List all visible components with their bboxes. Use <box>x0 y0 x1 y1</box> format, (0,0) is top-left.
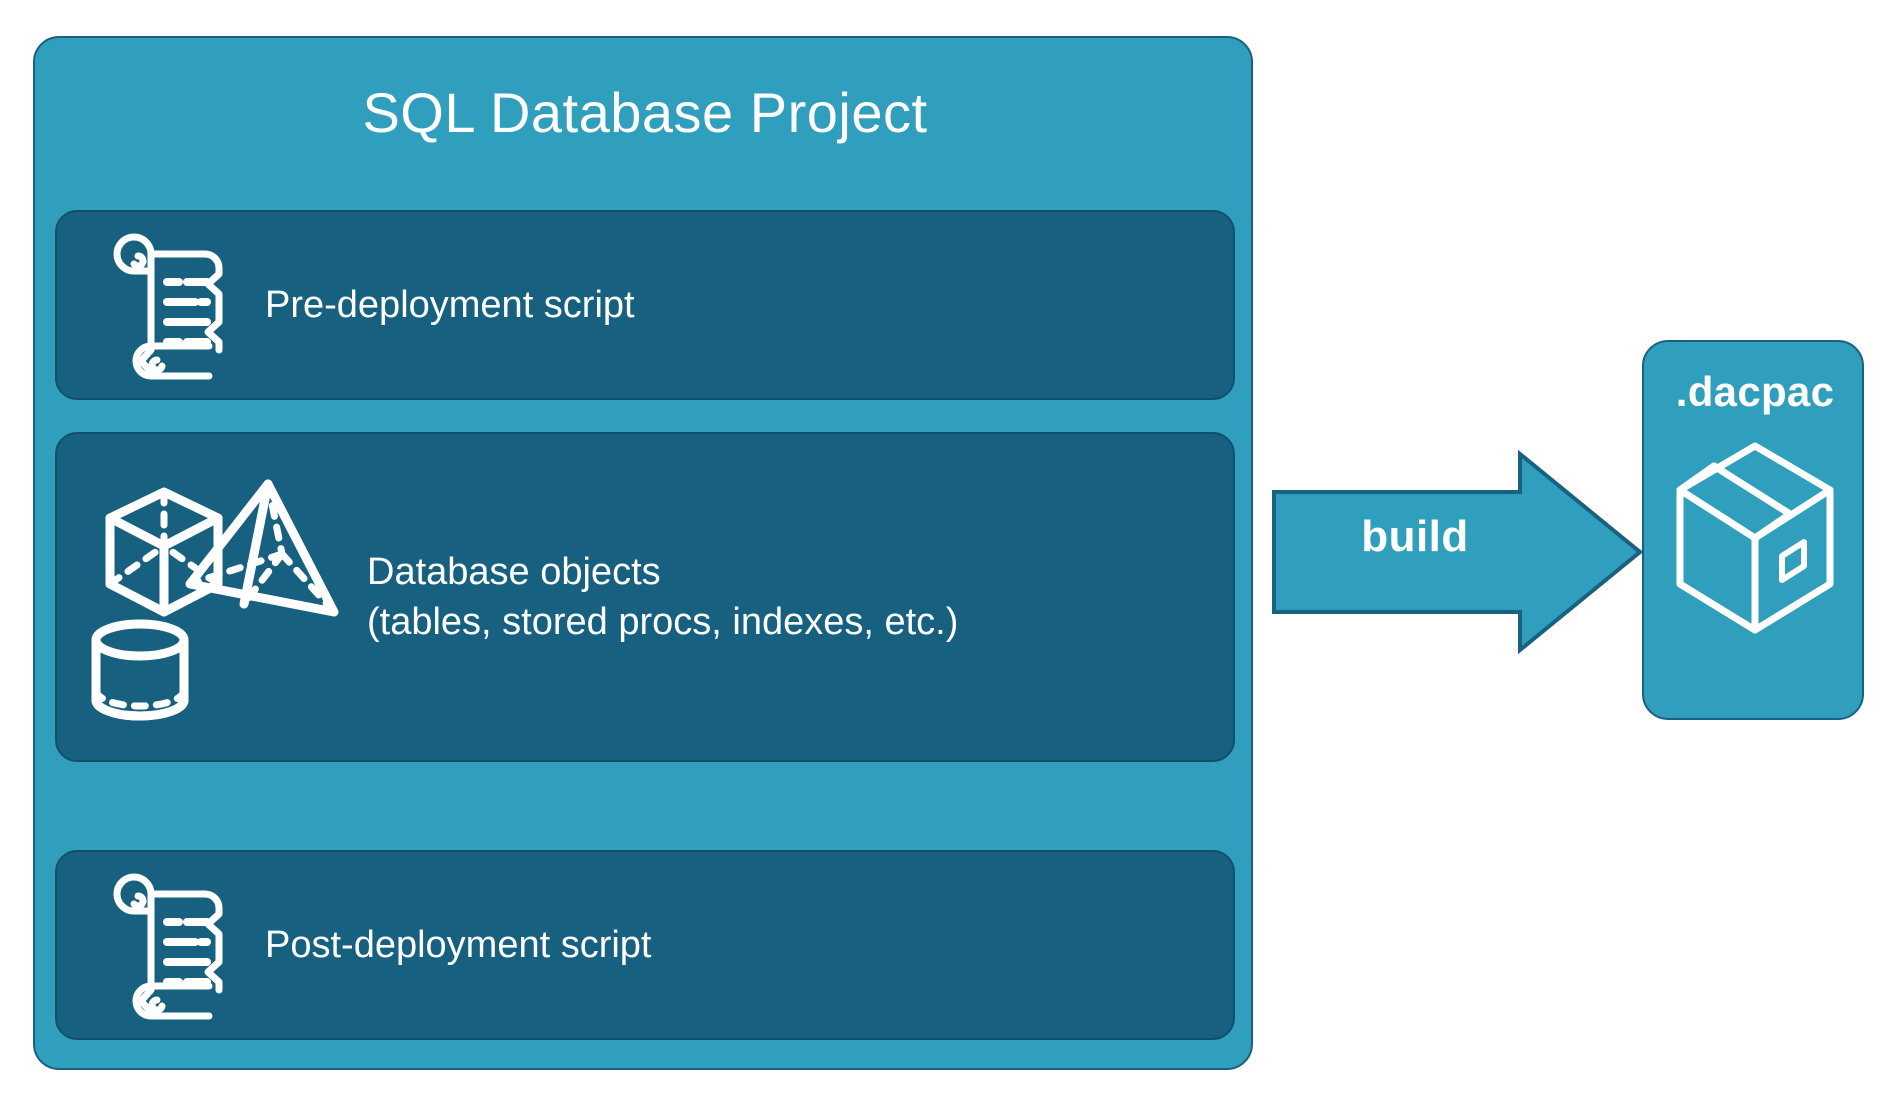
card-pre-deployment-script[interactable]: Pre-deployment script <box>55 210 1235 400</box>
cube-icon <box>105 487 223 617</box>
dacpac-title: .dacpac <box>1675 368 1835 415</box>
card-post-deployment-label: Post-deployment script <box>265 923 652 966</box>
project-title: SQL Database Project <box>362 81 928 144</box>
database-shapes-icon-group <box>67 462 367 732</box>
build-arrow <box>1272 449 1672 655</box>
sql-database-project-container: SQL Database Project <box>33 36 1253 1070</box>
build-arrow-shape <box>1272 449 1644 655</box>
pyramid-icon <box>185 479 339 617</box>
build-arrow-label: build <box>1361 512 1469 561</box>
package-box-icon <box>1672 438 1838 638</box>
cylinder-icon <box>91 619 189 721</box>
card-database-objects[interactable]: Database objects (tables, stored procs, … <box>55 432 1235 762</box>
scroll-icon <box>75 870 265 1020</box>
dacpac-output-container[interactable]: .dacpac <box>1642 340 1864 720</box>
scroll-icon <box>75 230 265 380</box>
card-database-objects-label: Database objects (tables, stored procs, … <box>367 550 959 643</box>
card-pre-deployment-label: Pre-deployment script <box>265 283 635 326</box>
card-post-deployment-script[interactable]: Post-deployment script <box>55 850 1235 1040</box>
